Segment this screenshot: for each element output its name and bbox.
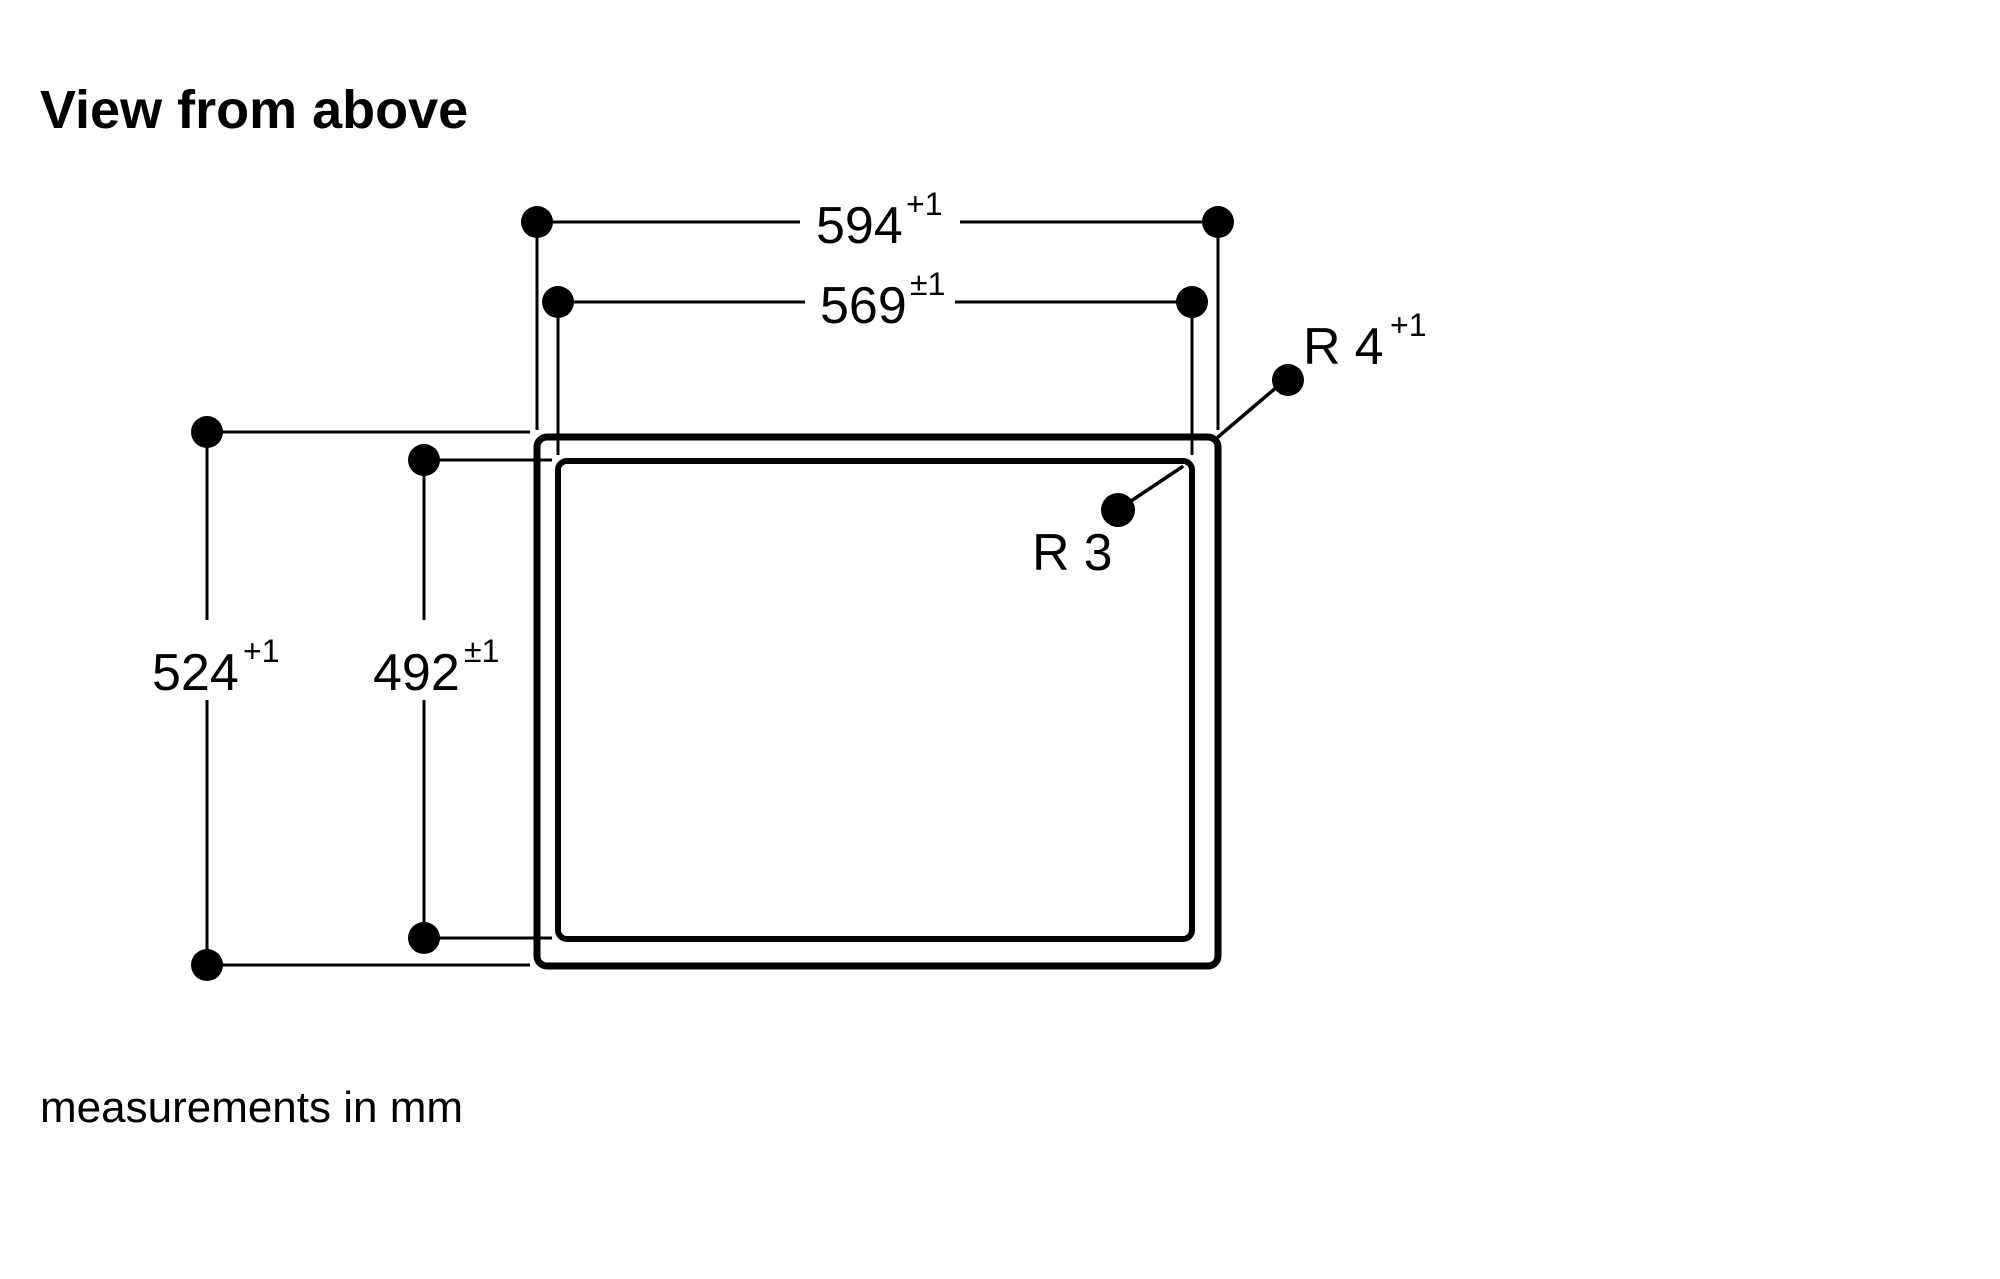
dimension-dot-569-right — [1176, 286, 1208, 318]
page-title: View from above — [40, 80, 468, 140]
radius-prefix-r4: R — [1303, 318, 1341, 376]
dimension-label-492: 492 — [373, 644, 460, 702]
dimension-dot-524-top — [191, 416, 223, 448]
dimension-tolerance-569: ±1 — [910, 266, 945, 302]
dimension-dot-492-top — [408, 444, 440, 476]
dimension-dot-492-bottom — [408, 922, 440, 954]
appliance-outer-outline — [533, 433, 1222, 970]
radius-tolerance-r4: +1 — [1390, 307, 1426, 343]
radius-prefix-r3: R — [1032, 524, 1070, 582]
dimension-tolerance-524: +1 — [243, 633, 279, 669]
dimension-label-524: 524 — [152, 644, 239, 702]
leader-line-radius-3 — [1126, 465, 1184, 505]
leader-dot-radius-3 — [1101, 493, 1135, 527]
radius-value-r3: 3 — [1084, 524, 1113, 582]
dimension-dot-569-left — [542, 286, 574, 318]
leader-line-radius-4 — [1216, 384, 1280, 439]
leader-dot-radius-4 — [1272, 364, 1304, 396]
dimension-dot-594-right — [1202, 206, 1234, 238]
dimension-dot-594-left — [521, 206, 553, 238]
radius-value-r4: 4 — [1355, 318, 1384, 376]
appliance-inner-outline — [555, 458, 1195, 942]
dimension-label-569: 569 — [820, 277, 907, 335]
dimension-tolerance-594: +1 — [906, 186, 942, 222]
units-caption: measurements in mm — [40, 1083, 463, 1132]
dimension-dot-524-bottom — [191, 949, 223, 981]
dimension-tolerance-492: ±1 — [464, 633, 499, 669]
dimension-label-594: 594 — [816, 197, 903, 255]
